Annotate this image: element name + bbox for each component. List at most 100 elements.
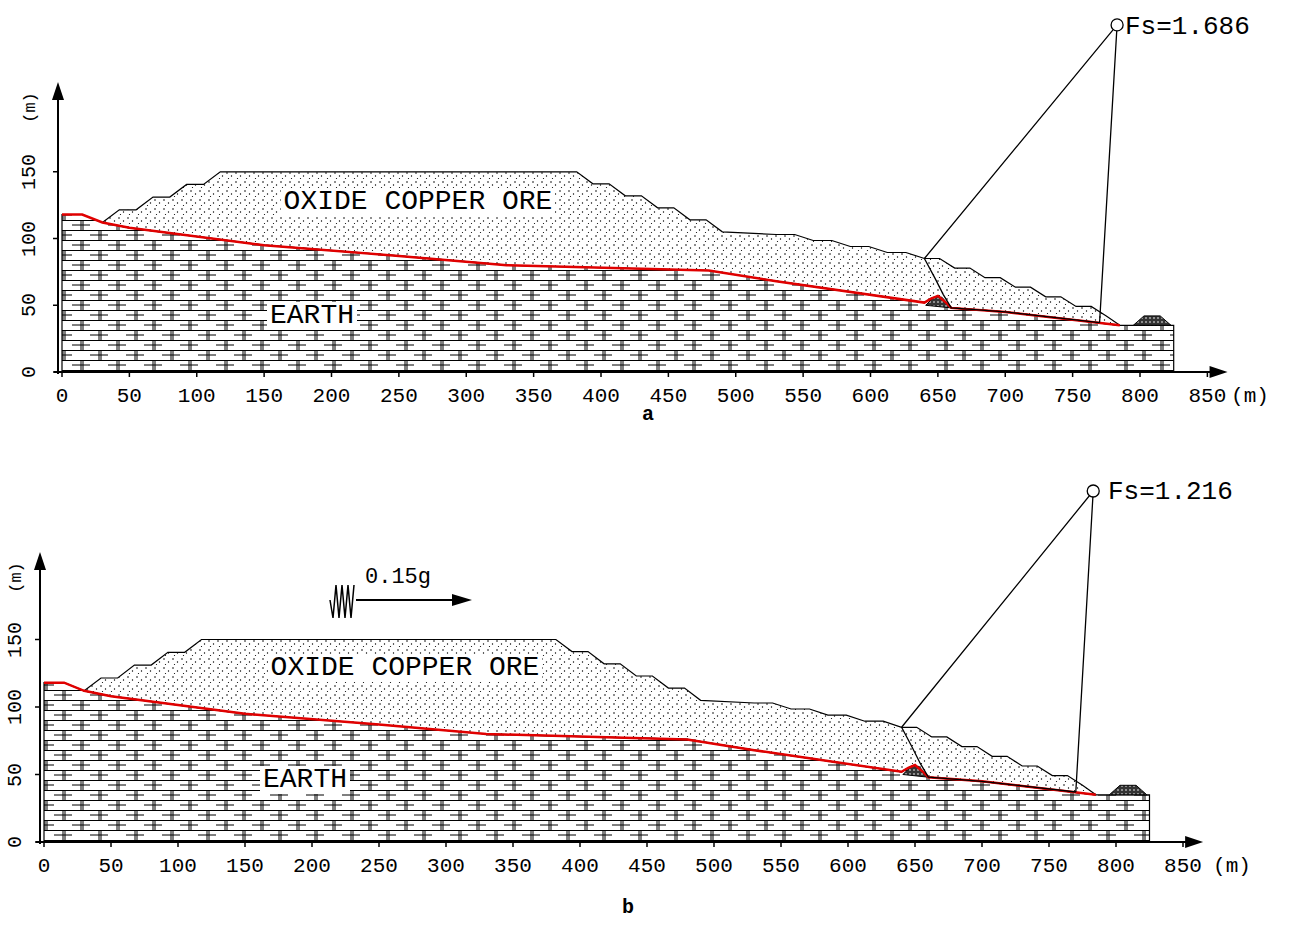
- label-text: 50: [117, 386, 142, 407]
- tick-b: [780, 842, 782, 847]
- tick-b: [579, 842, 581, 847]
- seismic-symbol: [330, 585, 354, 618]
- label-text: 300: [427, 856, 465, 877]
- axis-arrow-b: [1185, 836, 1203, 848]
- tick-a: [53, 238, 58, 240]
- tick-a: [1139, 372, 1141, 377]
- tick-b: [1115, 842, 1117, 847]
- tick-b: [1182, 842, 1184, 847]
- tick-a: [870, 372, 872, 377]
- label-text: 150: [20, 154, 40, 190]
- label-text: (m): [1213, 856, 1251, 877]
- tick-a: [533, 372, 535, 377]
- label-text: 300: [447, 386, 485, 407]
- tick-b: [43, 842, 45, 847]
- tick-b: [713, 842, 715, 847]
- label-text: 150: [245, 386, 283, 407]
- tick-a: [937, 372, 939, 377]
- label-text: 50: [20, 293, 40, 317]
- label-text: 650: [896, 856, 934, 877]
- tick-a: [802, 372, 804, 377]
- label-text: 150: [6, 621, 26, 657]
- tick-b: [311, 842, 313, 847]
- label-text: 850: [1188, 386, 1226, 407]
- label-text: 200: [313, 386, 351, 407]
- tick-b: [244, 842, 246, 847]
- tick-b: [35, 706, 40, 708]
- label-text: EARTH: [267, 302, 357, 330]
- ore-heap-b: [84, 640, 1096, 795]
- label-text: b: [622, 898, 634, 918]
- axis-arrow-a: [1210, 366, 1228, 378]
- tick-b: [378, 842, 380, 847]
- slip-radius-b: [902, 491, 1094, 792]
- tick-a: [196, 372, 198, 377]
- label-text: 650: [919, 386, 957, 407]
- label-text: 600: [829, 856, 867, 877]
- label-text: 600: [852, 386, 890, 407]
- label-text: 200: [293, 856, 331, 877]
- tick-a: [1072, 372, 1074, 377]
- tick-a: [1005, 372, 1007, 377]
- tick-b: [35, 639, 40, 641]
- ore-heap-a: [102, 172, 1119, 325]
- label-text: 100: [6, 689, 26, 725]
- label-text: Fs=1.216: [1108, 479, 1233, 505]
- tick-a: [668, 372, 670, 377]
- label-text: 250: [360, 856, 398, 877]
- seismic-arrow: [356, 599, 455, 601]
- tick-b: [1048, 842, 1050, 847]
- label-text: 450: [649, 386, 687, 407]
- tick-a: [466, 372, 468, 377]
- label-text: (m): [7, 562, 24, 593]
- label-text: 0.15g: [365, 567, 431, 589]
- slip-radius-a: [924, 25, 1117, 323]
- label-text: OXIDE COPPER ORE: [268, 654, 543, 682]
- tick-a: [53, 171, 58, 173]
- berm-mound-b: [1109, 785, 1147, 795]
- tick-b: [512, 842, 514, 847]
- label-text: 700: [963, 856, 1001, 877]
- tick-a: [61, 372, 63, 377]
- tick-b: [646, 842, 648, 847]
- label-text: 850: [1164, 856, 1202, 877]
- label-text: 0: [6, 836, 26, 848]
- ground-line-b: [44, 683, 1096, 795]
- label-text: 400: [582, 386, 620, 407]
- label-text: 0: [20, 366, 40, 378]
- label-text: (m): [1231, 386, 1269, 407]
- label-text: 0: [38, 856, 51, 877]
- label-text: 550: [784, 386, 822, 407]
- tick-a: [53, 371, 58, 373]
- label-text: 800: [1097, 856, 1135, 877]
- ground-line-a: [62, 215, 1120, 326]
- label-text: 50: [98, 856, 123, 877]
- slip-center-b: [1087, 485, 1099, 497]
- label-text: 150: [226, 856, 264, 877]
- tick-a: [129, 372, 131, 377]
- label-text: 550: [762, 856, 800, 877]
- axes-b: [36, 564, 1189, 844]
- label-text: 750: [1054, 386, 1092, 407]
- label-text: 250: [380, 386, 418, 407]
- label-text: 700: [986, 386, 1024, 407]
- axes-a: [54, 94, 1214, 374]
- slip-center-a: [1111, 19, 1123, 31]
- axis-arrow-b: [34, 552, 46, 570]
- label-text: 800: [1121, 386, 1159, 407]
- tick-b: [110, 842, 112, 847]
- tick-b: [35, 841, 40, 843]
- tick-b: [914, 842, 916, 847]
- tick-a: [1207, 372, 1209, 377]
- slip-surface-a: [924, 259, 1099, 323]
- tick-a: [398, 372, 400, 377]
- label-text: Fs=1.686: [1125, 14, 1250, 40]
- label-text: 750: [1030, 856, 1068, 877]
- tick-b: [981, 842, 983, 847]
- label-text: OXIDE COPPER ORE: [281, 188, 556, 216]
- label-text: 400: [561, 856, 599, 877]
- label-text: EARTH: [260, 766, 350, 794]
- axis-arrow-a: [52, 82, 64, 100]
